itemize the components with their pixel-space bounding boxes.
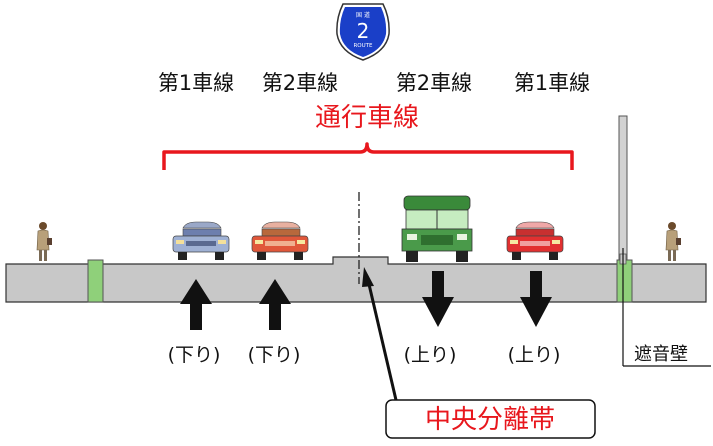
arrow-up-icon-lane-2 xyxy=(259,279,291,330)
median-label-box xyxy=(385,399,596,439)
arrow-up-icon-lane-1 xyxy=(180,279,212,330)
car-icon-lane-2 xyxy=(251,221,309,260)
route-sign-inner-icon xyxy=(339,7,387,57)
median-pointer-line xyxy=(366,279,398,401)
lane-label-1: 第1車線 xyxy=(158,71,234,95)
median-pointer-arrowhead-icon xyxy=(362,267,374,287)
lane-label-3: 第2車線 xyxy=(396,71,472,95)
pedestrian-right-icon xyxy=(665,222,681,261)
pedestrian-left-icon xyxy=(36,222,52,261)
route-sign-number: 2 xyxy=(357,19,370,43)
green-strip-left xyxy=(87,259,104,303)
direction-label-lane-1: (下り) xyxy=(168,344,221,366)
road-deck xyxy=(5,256,707,303)
sound-barrier-post xyxy=(618,115,628,265)
green-strip-right xyxy=(616,259,633,303)
traffic-lanes-brace xyxy=(162,142,574,170)
lane-label-4: 第1車線 xyxy=(514,71,590,95)
route-sign-kanji: 国 道 xyxy=(356,11,370,19)
median-label: 中央分離帯 xyxy=(425,405,555,435)
direction-label-lane-4: (上り) xyxy=(508,344,561,366)
lane-label-2: 第2車線 xyxy=(262,71,338,95)
sound-barrier-label: 遮音壁 xyxy=(634,344,688,365)
car-icon-lane-4 xyxy=(506,221,564,260)
route-sign-route-text: ROUTE xyxy=(353,43,373,49)
direction-label-lane-3: (上り) xyxy=(404,344,457,366)
traffic-lanes-label: 通行車線 xyxy=(315,103,419,133)
arrow-down-icon-lane-4 xyxy=(520,271,552,327)
direction-label-lane-2: (下り) xyxy=(248,344,301,366)
truck-icon-lane-3 xyxy=(401,195,473,262)
car-icon-lane-1 xyxy=(172,221,230,260)
route-sign: 国 道 2 ROUTE xyxy=(336,3,390,61)
arrow-down-icon-lane-3 xyxy=(422,271,454,327)
